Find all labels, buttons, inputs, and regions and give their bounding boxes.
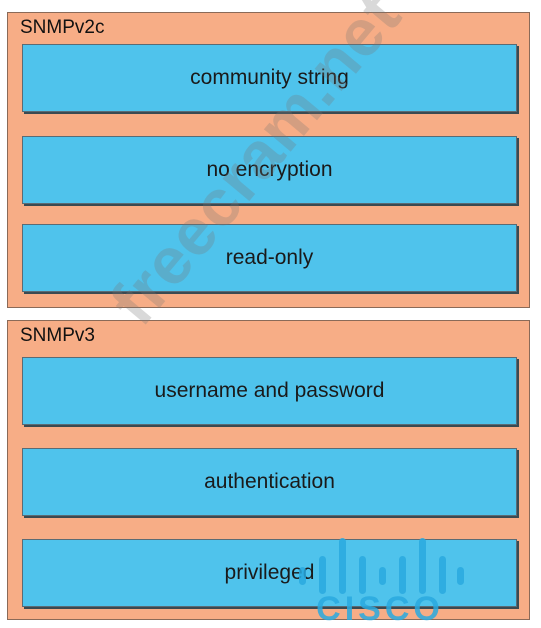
snmpv2c-title: SNMPv2c <box>20 17 105 38</box>
snmpv3-item-authentication: authentication <box>22 448 517 516</box>
snmpv2c-item-read-only: read-only <box>22 224 517 292</box>
snmpv3-item-username-and-password: username and password <box>22 357 517 425</box>
snmpv2c-group: SNMPv2c community string no encryption r… <box>7 12 530 308</box>
snmpv3-group: SNMPv3 username and password authenticat… <box>7 320 530 620</box>
snmpv3-title: SNMPv3 <box>20 325 95 346</box>
snmpv2c-item-no-encryption: no encryption <box>22 136 517 204</box>
snmpv3-item-privileged: privileged <box>22 539 517 607</box>
snmpv2c-item-community-string: community string <box>22 44 517 112</box>
